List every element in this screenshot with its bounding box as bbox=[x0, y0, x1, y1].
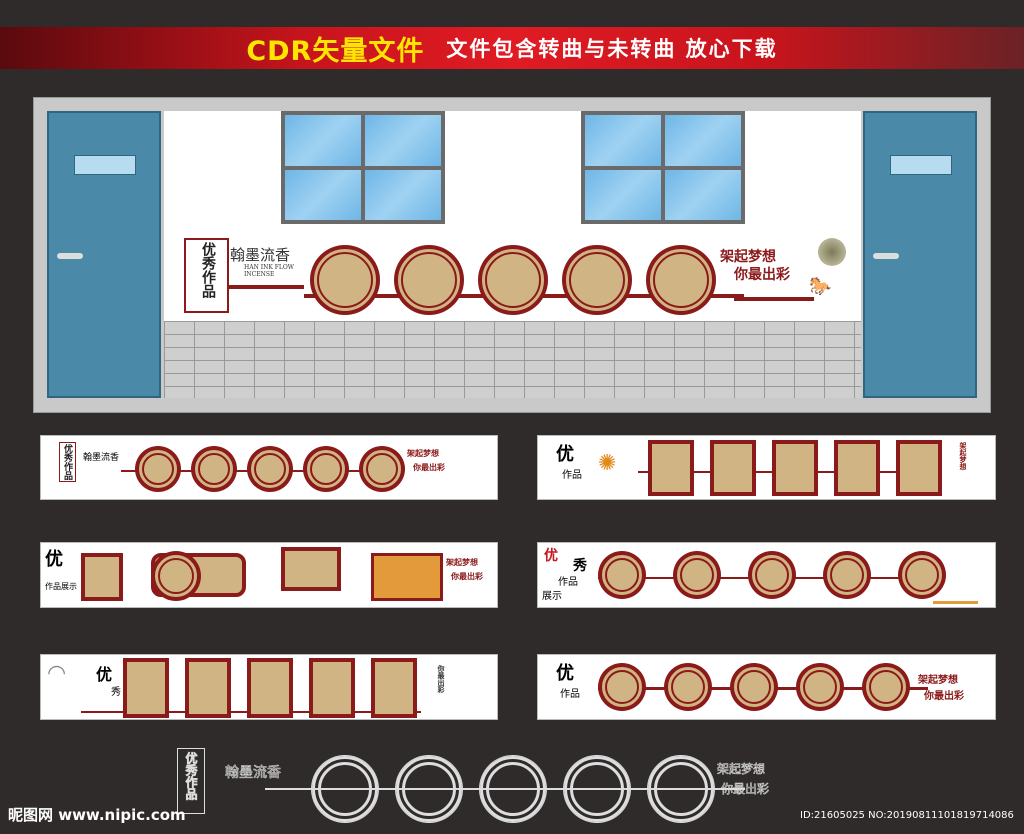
slogan-2: 你最出彩 bbox=[734, 267, 790, 283]
zuopin-text: 作品 bbox=[560, 689, 580, 700]
chariot-icon: 🐎 bbox=[809, 276, 832, 297]
photo-rect-frame bbox=[123, 658, 169, 718]
photo-rect-frame bbox=[185, 658, 231, 718]
photo-rect-frame bbox=[834, 440, 880, 496]
photo-circle-frame bbox=[193, 448, 235, 490]
brand-text: 翰墨流香 bbox=[83, 453, 120, 463]
photo-rect-frame bbox=[309, 658, 355, 718]
photo-circle-frame bbox=[564, 247, 630, 313]
slogan-2: 你最出彩 bbox=[437, 665, 446, 693]
outline-circle-frame bbox=[480, 756, 546, 822]
photo-circle-frame bbox=[900, 553, 944, 597]
title-scroll: 优秀作品 bbox=[184, 238, 229, 313]
slogan-1: 架起梦想 bbox=[717, 762, 766, 777]
slogan-1: 架起梦想 bbox=[959, 442, 968, 470]
brand-text: 翰墨流香 bbox=[225, 765, 282, 782]
photo-circle-frame bbox=[396, 247, 462, 313]
photo-circle-frame bbox=[798, 665, 842, 709]
dragon-icon: ✺ bbox=[598, 451, 617, 476]
banner-title: CDR矢量文件 bbox=[246, 35, 425, 67]
photo-circle-frame bbox=[750, 553, 794, 597]
photo-rect-frame bbox=[371, 658, 417, 718]
slogan-1: 架起梦想 bbox=[918, 675, 958, 686]
photo-circle-frame bbox=[600, 553, 644, 597]
photo-circle-frame bbox=[864, 665, 908, 709]
photo-rect-frame bbox=[648, 440, 694, 496]
photo-rect-frame bbox=[247, 658, 293, 718]
slogan-1: 架起梦想 bbox=[446, 557, 478, 567]
design-variant-2: 优 作品 ✺ 架起梦想 bbox=[537, 435, 996, 500]
slogan-2: 你最出彩 bbox=[451, 571, 483, 581]
right-door bbox=[863, 111, 977, 398]
watermark-id: ID:21605025 NO:20190811101819714086 bbox=[800, 810, 1014, 821]
design-variant-3: 优 作品展示 架起梦想 你最出彩 bbox=[40, 542, 498, 608]
you-text: 优 bbox=[45, 549, 63, 570]
wall-mockup: 优秀作品 翰墨流香 HAN INK FLOW INCENSE 架起梦想 你最出彩… bbox=[33, 97, 991, 413]
photo-circle-frame bbox=[675, 553, 719, 597]
title-text: 优秀作品 bbox=[200, 242, 216, 298]
photo-circle-frame bbox=[732, 665, 776, 709]
photo-rect-frame bbox=[710, 440, 756, 496]
title-text: 优秀作品 bbox=[184, 752, 199, 801]
photo-circle-frame bbox=[361, 448, 403, 490]
design-variant-4: 优 秀 作品 展示 bbox=[537, 542, 996, 608]
brick-base bbox=[164, 321, 861, 398]
photo-rect-frame bbox=[896, 440, 942, 496]
slogan-2: 你最出彩 bbox=[413, 462, 445, 472]
window bbox=[581, 111, 745, 224]
brand-en-text: HAN INK FLOW INCENSE bbox=[244, 264, 294, 278]
you-text: 优 bbox=[544, 548, 558, 564]
show-text: 作品展示 bbox=[45, 582, 77, 591]
photo-circle-frame bbox=[312, 247, 378, 313]
design-variant-5: ◠ 优 秀 你最出彩 bbox=[40, 654, 498, 720]
you-text: 优 bbox=[556, 663, 574, 684]
photo-circle-frame bbox=[666, 665, 710, 709]
slogan-2: 你最出彩 bbox=[924, 691, 964, 702]
left-door bbox=[47, 111, 161, 398]
door-handle-icon bbox=[57, 253, 83, 259]
photo-circle-frame bbox=[648, 247, 714, 313]
zuopin-text: 作品 bbox=[562, 470, 582, 481]
ink-blot-icon bbox=[818, 238, 846, 266]
cloud-line bbox=[734, 297, 814, 301]
title-text: 优秀作品 bbox=[59, 442, 76, 482]
cloud-line bbox=[229, 285, 304, 289]
outline-circle-frame bbox=[564, 756, 630, 822]
xiu-text: 秀 bbox=[111, 687, 121, 698]
design-variant-1: 优秀作品 翰墨流香 架起梦想 你最出彩 bbox=[40, 435, 498, 500]
outline-design: 优秀作品 翰墨流香 架起梦想 你最出彩 bbox=[165, 748, 865, 822]
brand-text: 翰墨流香 bbox=[230, 246, 291, 264]
outline-circle-frame bbox=[312, 756, 378, 822]
you-text: 优 bbox=[96, 665, 113, 684]
design-variant-6: 优 作品 架起梦想 你最出彩 bbox=[537, 654, 996, 720]
banner-subtitle: 文件包含转曲与未转曲 放心下载 bbox=[446, 37, 778, 61]
header-banner: CDR矢量文件 文件包含转曲与未转曲 放心下载 bbox=[0, 27, 1024, 69]
door-handle-icon bbox=[873, 253, 899, 259]
fan-icon: ◠ bbox=[47, 661, 67, 686]
photo-circle-frame bbox=[600, 665, 644, 709]
outline-circle-frame bbox=[396, 756, 462, 822]
xiu-text: 秀 bbox=[573, 558, 587, 574]
window bbox=[281, 111, 445, 224]
photo-rect-frame bbox=[772, 440, 818, 496]
slogan-1: 架起梦想 bbox=[720, 249, 776, 265]
slogan-2: 你最出彩 bbox=[721, 782, 770, 797]
outline-circle-frame bbox=[648, 756, 714, 822]
photo-circle-frame bbox=[137, 448, 179, 490]
watermark-site: 昵图网 www.nipic.com bbox=[8, 806, 186, 824]
photo-circle-frame bbox=[480, 247, 546, 313]
photo-circle-frame bbox=[249, 448, 291, 490]
slogan-1: 架起梦想 bbox=[407, 448, 439, 458]
zuopin-text: 作品 bbox=[558, 577, 578, 588]
photo-circle-frame bbox=[305, 448, 347, 490]
you-text: 优 bbox=[556, 444, 574, 465]
photo-circle-frame bbox=[825, 553, 869, 597]
zhanshi-text: 展示 bbox=[542, 591, 562, 602]
